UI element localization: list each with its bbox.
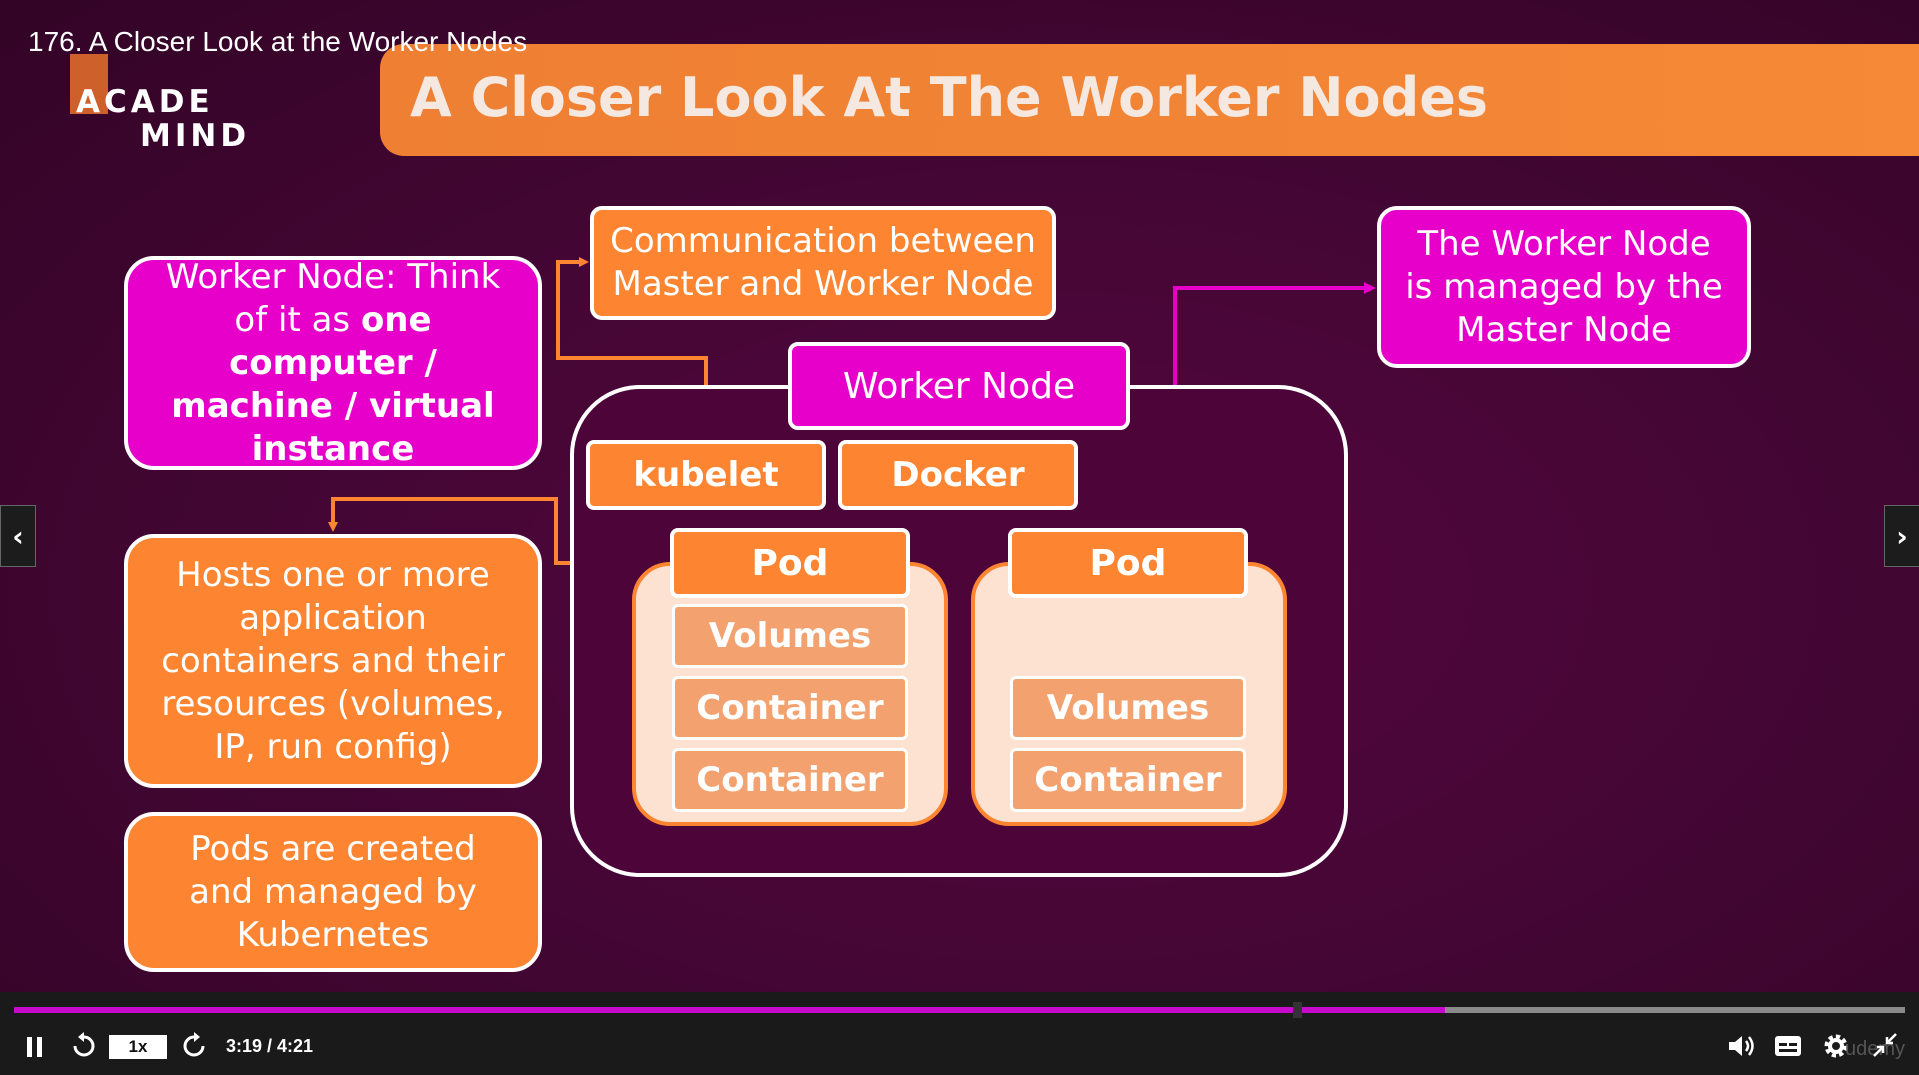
logo-line-2: MIND xyxy=(140,118,251,154)
pause-icon xyxy=(27,1037,42,1057)
forward-button[interactable] xyxy=(180,1032,208,1060)
pod-2-container-1-label: Container xyxy=(1034,760,1222,800)
slide-title: A Closer Look At The Worker Nodes xyxy=(410,66,1489,129)
pod-1-label-box: Pod xyxy=(670,528,910,598)
pod-2-volumes-label: Volumes xyxy=(1046,688,1210,728)
pod-1-label: Pod xyxy=(751,542,829,584)
pod-1-volumes: Volumes xyxy=(672,604,908,668)
chevron-left-icon: ‹ xyxy=(12,519,24,553)
worker-node-label: Worker Node xyxy=(842,365,1076,407)
gear-icon xyxy=(1824,1034,1848,1058)
rewind-button[interactable] xyxy=(70,1032,98,1060)
bookmark-marker[interactable] xyxy=(1293,1002,1302,1018)
managed-note-text: The Worker Node is managed by the Master… xyxy=(1405,223,1723,350)
chevron-right-icon: › xyxy=(1896,519,1908,553)
captions-icon xyxy=(1775,1036,1801,1056)
forward-icon xyxy=(183,1032,205,1057)
lecture-title: 176. A Closer Look at the Worker Nodes xyxy=(28,26,528,57)
pod-2-container-1: Container xyxy=(1010,748,1246,812)
pod-1-container-2: Container xyxy=(672,748,908,812)
pod-2-label: Pod xyxy=(1089,542,1167,584)
worker-node-definition-text: Worker Node: Think of it as xyxy=(165,256,501,340)
next-lecture-button[interactable]: › xyxy=(1884,505,1919,567)
previous-lecture-button[interactable]: ‹ xyxy=(0,505,36,567)
docker-label: Docker xyxy=(891,455,1025,495)
worker-node-to-master-line xyxy=(1128,282,1376,389)
logo-line-1: ACADE xyxy=(76,84,214,120)
worker-node-definition-bold: one computer / machine / virtual instanc… xyxy=(171,299,495,469)
volume-button[interactable] xyxy=(1726,1032,1756,1060)
exit-fullscreen-button[interactable] xyxy=(1872,1032,1898,1058)
logo-accent xyxy=(70,54,108,114)
pods-note-text: Pods are created and managed by Kubernet… xyxy=(189,828,477,955)
settings-button[interactable] xyxy=(1822,1032,1850,1060)
volume-icon xyxy=(1729,1036,1754,1056)
pod-2-label-box: Pod xyxy=(1008,528,1248,598)
worker-node-label-box: Worker Node xyxy=(788,342,1130,430)
captions-button[interactable] xyxy=(1774,1034,1802,1058)
exit-fullscreen-icon xyxy=(1873,1033,1897,1057)
kubelet-box: kubelet xyxy=(586,440,826,510)
playback-speed-button[interactable]: 1x xyxy=(109,1035,167,1059)
pod-1-container-1: Container xyxy=(672,676,908,740)
pod-1-container-2-label: Container xyxy=(696,760,884,800)
managed-note-box: The Worker Node is managed by the Master… xyxy=(1377,206,1751,368)
kubelet-label: kubelet xyxy=(633,455,779,495)
pods-note-box: Pods are created and managed by Kubernet… xyxy=(124,812,542,972)
pod-1-container-1-label: Container xyxy=(696,688,884,728)
hosts-note-box: Hosts one or more application containers… xyxy=(124,534,542,788)
communication-note-text: Communication between Master and Worker … xyxy=(610,221,1036,304)
pause-button[interactable] xyxy=(24,1034,46,1060)
progress-fill xyxy=(14,1007,1446,1013)
pod-2-volumes: Volumes xyxy=(1010,676,1246,740)
time-display: 3:19 / 4:21 xyxy=(226,1036,314,1056)
slide-title-banner: A Closer Look At The Worker Nodes xyxy=(380,44,1919,156)
progress-bar[interactable] xyxy=(14,1002,1905,1018)
player-controls-bar xyxy=(0,992,1919,1075)
hosts-note-text: Hosts one or more application containers… xyxy=(161,554,505,767)
docker-box: Docker xyxy=(838,440,1078,510)
communication-note-box: Communication between Master and Worker … xyxy=(590,206,1056,320)
rewind-icon xyxy=(73,1032,95,1057)
pod-1-volumes-label: Volumes xyxy=(708,616,872,656)
playback-speed-label: 1x xyxy=(128,1037,148,1056)
worker-node-definition-box: Worker Node: Think of it as one computer… xyxy=(124,256,542,470)
